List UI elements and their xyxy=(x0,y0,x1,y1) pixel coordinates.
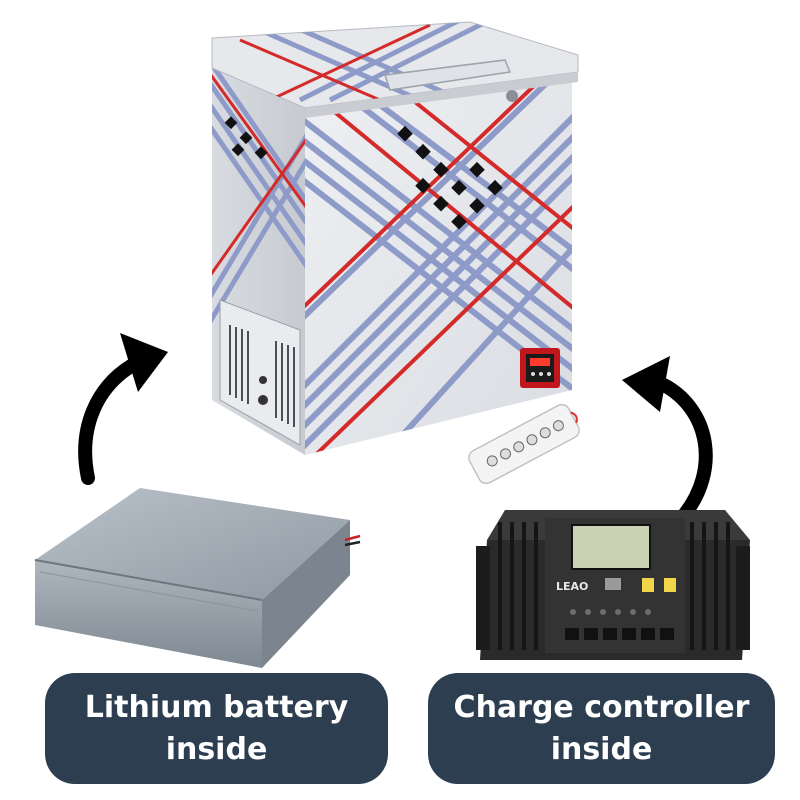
remote-control xyxy=(468,403,580,485)
battery-label-line1: Lithium battery xyxy=(84,689,349,725)
right-curved-arrow xyxy=(622,356,713,522)
lithium-battery-label: Lithium battery inside xyxy=(45,673,388,784)
freezer-side-plaid xyxy=(212,68,305,332)
lithium-battery-box xyxy=(34,488,361,668)
chest-freezer xyxy=(211,21,579,455)
controller-lcd xyxy=(571,524,651,570)
vent-grille xyxy=(219,299,301,446)
charge-controller-label: Charge controller inside xyxy=(428,673,775,784)
left-curved-arrow xyxy=(78,333,168,485)
controller-label-line2: inside xyxy=(550,731,653,767)
battery-label-line2: inside xyxy=(165,731,268,767)
control-panel xyxy=(520,348,560,388)
charge-controller xyxy=(476,510,750,660)
controller-label-line1: Charge controller xyxy=(453,689,750,725)
lock-icon xyxy=(506,90,518,102)
controller-brand-logo: LEAO xyxy=(556,580,588,593)
freezer-front-plaid xyxy=(305,72,572,455)
lid-handle xyxy=(383,59,512,91)
